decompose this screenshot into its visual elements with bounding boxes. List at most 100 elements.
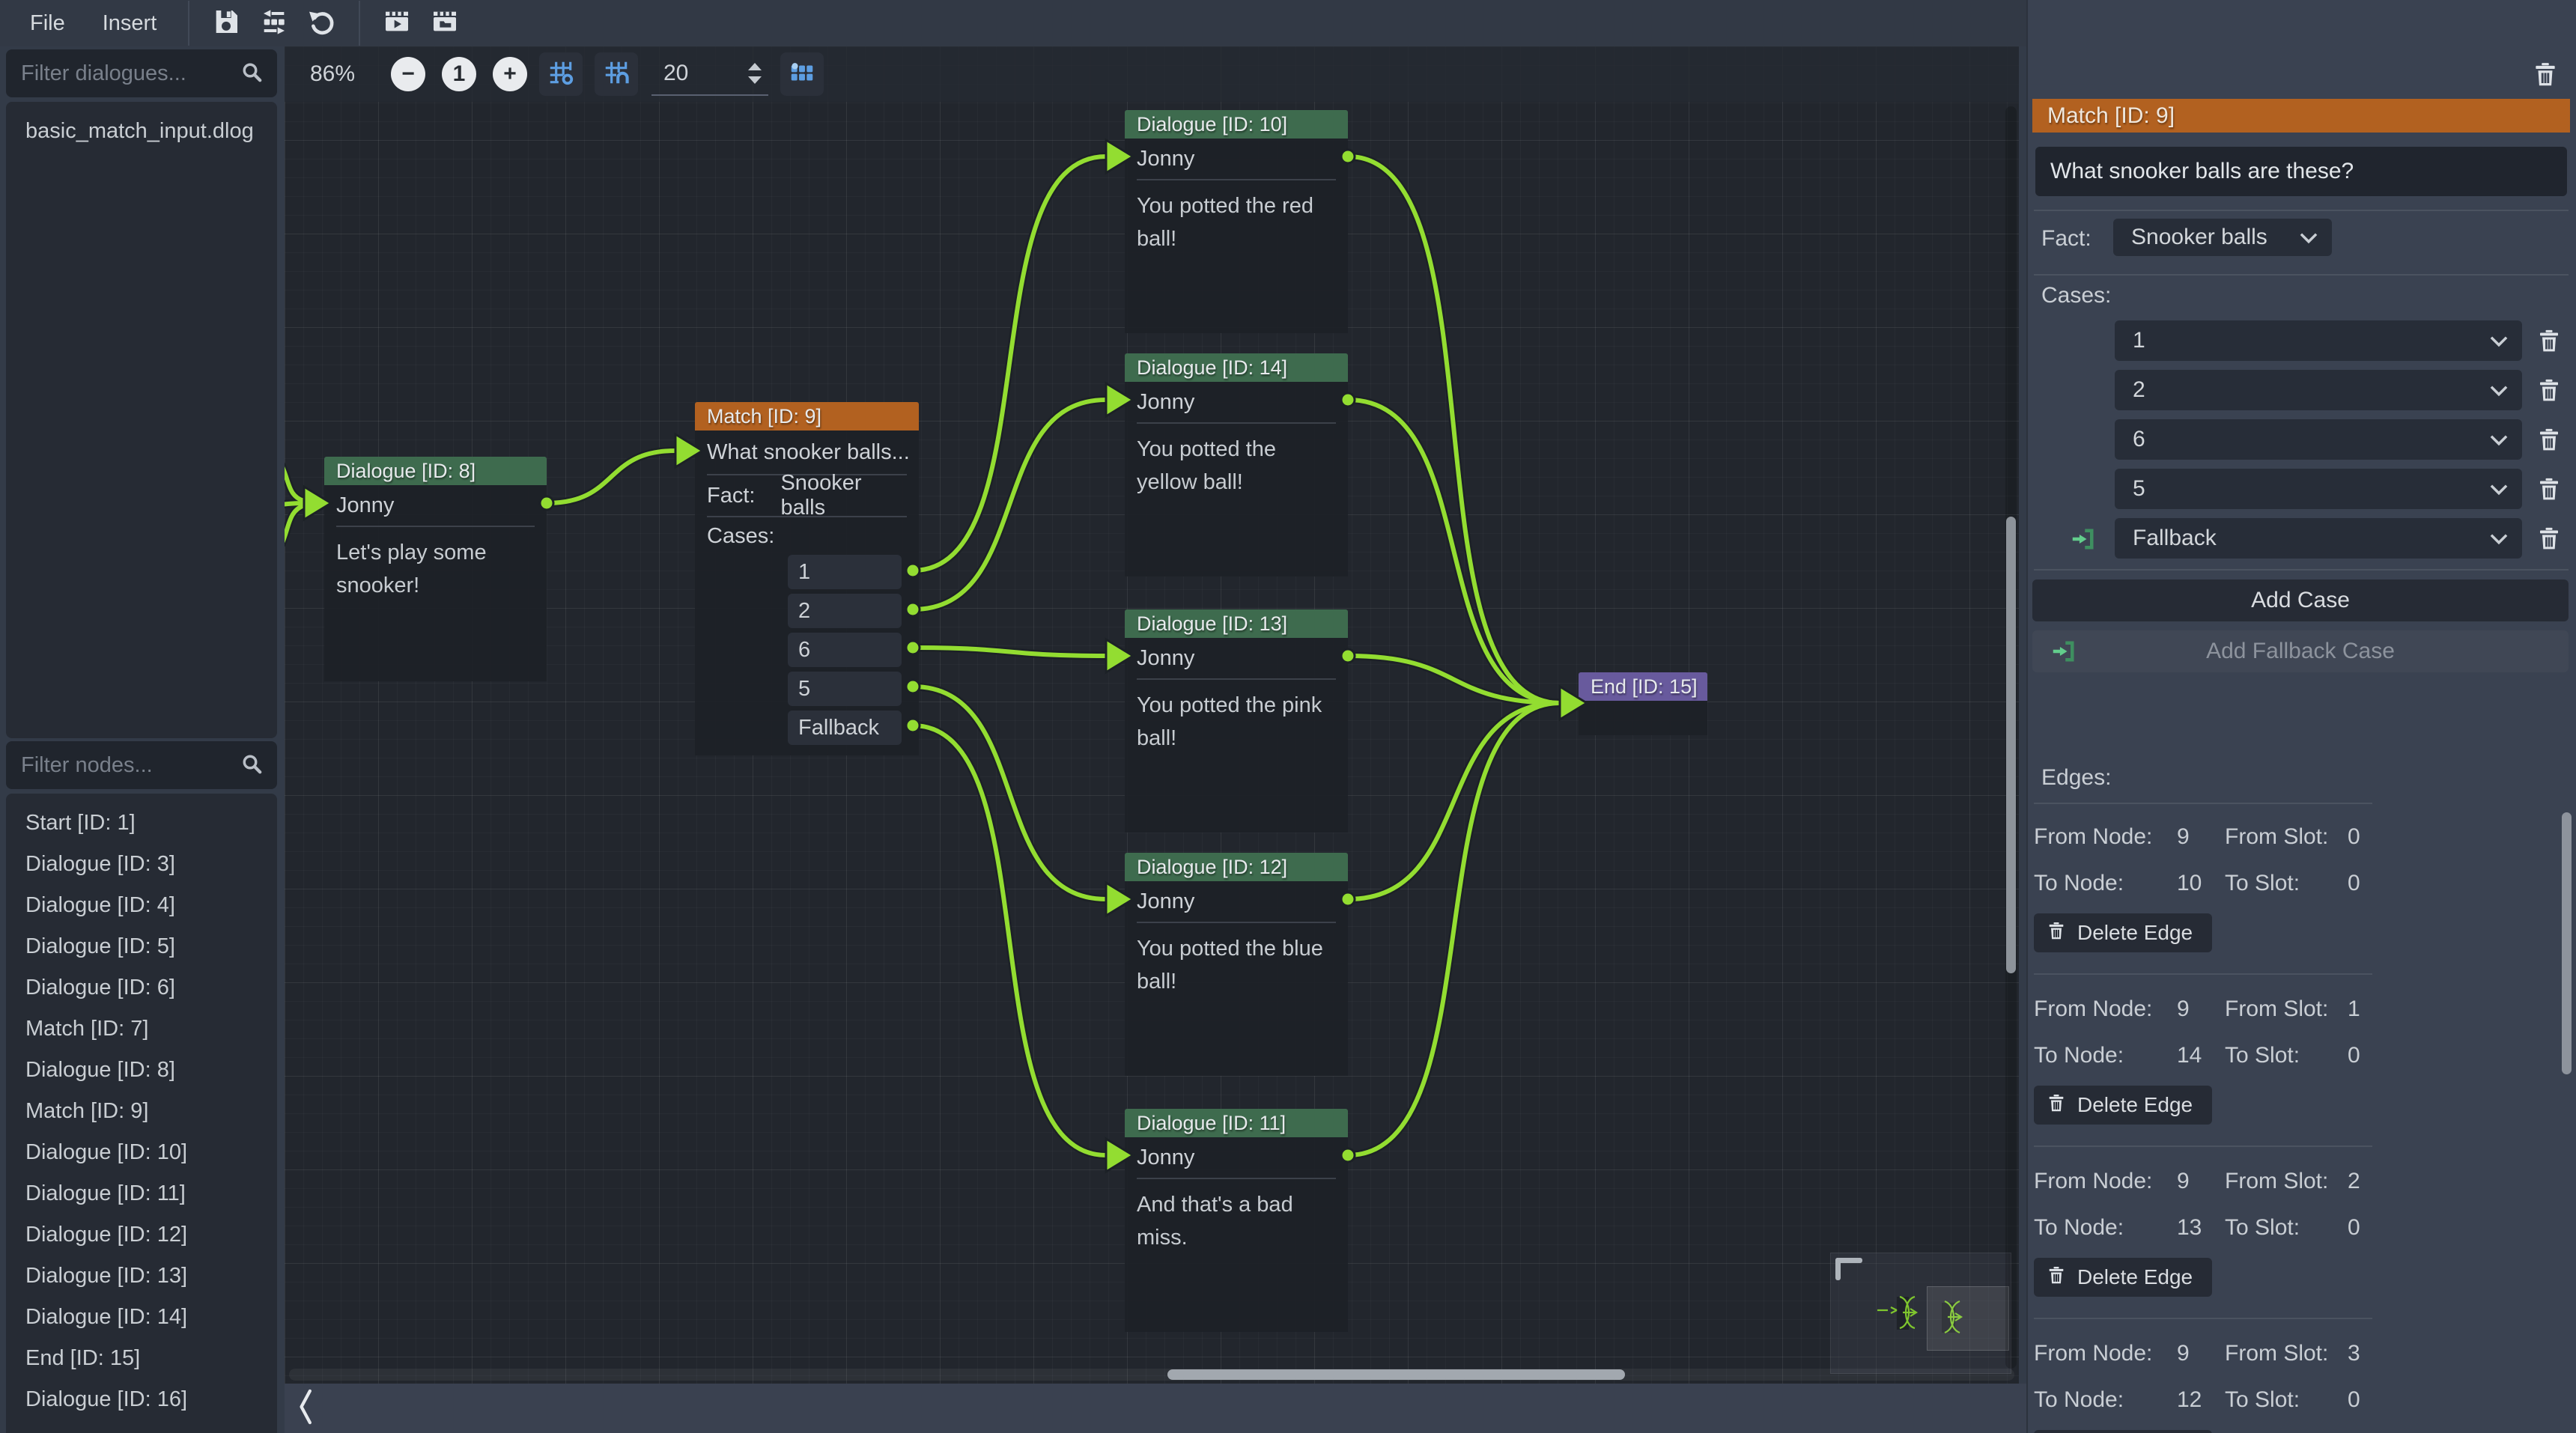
to-slot-label: To Slot: xyxy=(2225,871,2348,896)
node-list-item[interactable]: Dialogue [ID: 14] xyxy=(6,1297,277,1338)
node-dialogue-12[interactable]: Dialogue [ID: 12] Jonny You potted the b… xyxy=(1125,853,1348,1076)
delete-case-button[interactable] xyxy=(2536,327,2563,354)
scrollbar-thumb[interactable] xyxy=(1167,1369,1625,1380)
node-dialogue-14[interactable]: Dialogue [ID: 14] Jonny You potted the y… xyxy=(1125,353,1348,576)
node-match-9[interactable]: Match [ID: 9] What snooker balls... Fact… xyxy=(695,402,919,755)
dialogue-file-item[interactable]: basic_match_input.dlog xyxy=(6,111,277,152)
node-list-item[interactable]: Dialogue [ID: 6] xyxy=(6,967,277,1008)
from-slot-value: 2 xyxy=(2348,1169,2385,1194)
grid-size-input[interactable] xyxy=(662,60,747,87)
node-speaker: Jonny xyxy=(1137,1137,1336,1178)
menubar: File Insert xyxy=(0,0,2026,46)
graph-canvas[interactable]: Dialogue [ID: 8] Jonny Let's play some s… xyxy=(285,46,2019,1384)
menubar-separator xyxy=(188,1,189,46)
scrollbar-thumb[interactable] xyxy=(2006,517,2016,973)
spinbox-arrows[interactable] xyxy=(747,62,762,85)
reorder-nodes-button[interactable] xyxy=(252,1,296,45)
chevron-down-icon xyxy=(2489,383,2509,397)
menu-insert[interactable]: Insert xyxy=(86,0,174,46)
node-list-item[interactable]: Dialogue [ID: 3] xyxy=(6,844,277,885)
add-case-button[interactable]: Add Case xyxy=(2032,579,2569,621)
delete-edge-button[interactable]: Delete Edge xyxy=(2034,1258,2212,1297)
node-list-item[interactable]: Match [ID: 9] xyxy=(6,1091,277,1132)
canvas-vertical-scrollbar[interactable] xyxy=(2005,106,2017,1369)
from-slot-label: From Slot: xyxy=(2225,824,2348,850)
node-list-item[interactable]: Match [ID: 7] xyxy=(6,1008,277,1050)
delete-edge-button[interactable]: Delete Edge xyxy=(2034,1430,2212,1433)
node-list-item[interactable]: End [ID: 15] xyxy=(6,1338,277,1379)
node-list-item[interactable]: Dialogue [ID: 16] xyxy=(6,1379,277,1420)
delete-edge-button[interactable]: Delete Edge xyxy=(2034,913,2212,952)
snap-grid-icon xyxy=(547,58,575,91)
menu-file[interactable]: File xyxy=(13,0,82,46)
node-list-item[interactable]: Dialogue [ID: 13] xyxy=(6,1256,277,1297)
dialogues-filter-input[interactable] xyxy=(19,61,240,87)
delete-node-button[interactable] xyxy=(2531,60,2560,88)
edge-entry: From Node: 9 From Slot: 1 To Node: 14 To… xyxy=(2034,993,2569,1147)
dialogue-scene-button[interactable] xyxy=(423,1,467,45)
node-dialogue-13[interactable]: Dialogue [ID: 13] Jonny You potted the p… xyxy=(1125,609,1348,833)
play-dialogue-button[interactable] xyxy=(375,1,419,45)
node-dialogue-10[interactable]: Dialogue [ID: 10] Jonny You potted the r… xyxy=(1125,110,1348,333)
fallback-case-dropdown[interactable]: Fallback xyxy=(2115,518,2522,559)
node-dialogue-11[interactable]: Dialogue [ID: 11] Jonny And that's a bad… xyxy=(1125,1109,1348,1332)
add-fallback-case-button[interactable]: Add Fallback Case xyxy=(2032,630,2569,672)
case-dropdown[interactable]: 5 xyxy=(2115,469,2522,509)
delete-case-button[interactable] xyxy=(2536,475,2563,502)
sidebar: basic_match_input.dlog Start [ID: 1]Dial… xyxy=(0,46,283,1433)
delete-case-button[interactable] xyxy=(2536,426,2563,453)
to-node-label: To Node: xyxy=(2034,871,2177,896)
node-title[interactable]: Dialogue [ID: 13] xyxy=(1125,609,1348,638)
node-list-item[interactable]: Dialogue [ID: 12] xyxy=(6,1214,277,1256)
nodes-list: Start [ID: 1]Dialogue [ID: 3]Dialogue [I… xyxy=(6,794,277,1433)
case-dropdown[interactable]: 2 xyxy=(2115,370,2522,410)
inspector-scrollbar-thumb[interactable] xyxy=(2562,812,2572,1074)
node-title[interactable]: Match [ID: 9] xyxy=(695,402,919,430)
fact-dropdown[interactable]: Snooker balls xyxy=(2113,219,2332,256)
bottom-strip xyxy=(285,1384,2026,1433)
delete-case-button[interactable] xyxy=(2536,377,2563,404)
undo-button[interactable] xyxy=(300,1,344,45)
minimap[interactable] xyxy=(1830,1253,2011,1374)
node-list-item[interactable]: Dialogue [ID: 8] xyxy=(6,1050,277,1091)
node-title[interactable]: End [ID: 15] xyxy=(1579,672,1707,701)
node-list-item[interactable]: Dialogue [ID: 10] xyxy=(6,1132,277,1173)
node-list-item[interactable]: Dialogue [ID: 11] xyxy=(6,1173,277,1214)
snap-grid-toggle[interactable] xyxy=(539,52,583,96)
collapse-sidebar-button[interactable] xyxy=(297,1387,316,1431)
save-button[interactable] xyxy=(204,1,248,45)
canvas-horizontal-scrollbar[interactable] xyxy=(289,1369,2014,1381)
minimap-toggle[interactable] xyxy=(780,52,824,96)
delete-case-button[interactable] xyxy=(2536,525,2563,552)
node-title[interactable]: Dialogue [ID: 8] xyxy=(324,457,547,485)
node-list-item[interactable]: Start [ID: 1] xyxy=(6,803,277,844)
case-dropdown[interactable]: 6 xyxy=(2115,419,2522,460)
divider xyxy=(1137,1178,1336,1179)
from-node-label: From Node: xyxy=(2034,824,2177,850)
divider xyxy=(2034,210,2569,211)
magnet-grid-toggle[interactable] xyxy=(595,52,638,96)
nodes-filter-input[interactable] xyxy=(19,752,240,779)
divider xyxy=(2034,973,2372,975)
prompt-text-input[interactable]: What snooker balls are these? xyxy=(2035,147,2567,196)
case-dropdown[interactable]: 1 xyxy=(2115,320,2522,361)
node-title[interactable]: Dialogue [ID: 14] xyxy=(1125,353,1348,382)
minimap-viewport[interactable] xyxy=(1927,1286,2009,1351)
node-title[interactable]: Dialogue [ID: 10] xyxy=(1125,110,1348,139)
node-title[interactable]: Dialogue [ID: 11] xyxy=(1125,1109,1348,1137)
node-list-item[interactable]: Dialogue [ID: 4] xyxy=(6,885,277,926)
node-dialogue-text: Let's play some snooker! xyxy=(336,536,535,602)
delete-edge-button[interactable]: Delete Edge xyxy=(2034,1086,2212,1125)
zoom-out-button[interactable]: − xyxy=(391,57,425,91)
node-end-15[interactable]: End [ID: 15] xyxy=(1579,672,1707,735)
trash-icon xyxy=(2536,344,2563,357)
zoom-reset-button[interactable]: 1 xyxy=(442,57,476,91)
node-title[interactable]: Dialogue [ID: 12] xyxy=(1125,853,1348,881)
edge-from-row: From Node: 9 From Slot: 1 xyxy=(2034,993,2569,1026)
node-dialogue-8[interactable]: Dialogue [ID: 8] Jonny Let's play some s… xyxy=(324,457,547,681)
from-slot-label: From Slot: xyxy=(2225,1341,2348,1366)
node-list-item[interactable]: Dialogue [ID: 5] xyxy=(6,926,277,967)
zoom-in-button[interactable]: + xyxy=(493,57,527,91)
trash-icon xyxy=(2536,394,2563,407)
